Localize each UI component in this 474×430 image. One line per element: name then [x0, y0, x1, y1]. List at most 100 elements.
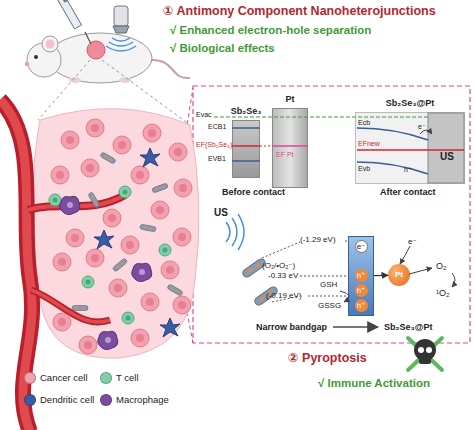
mouse	[25, 62, 29, 66]
dendritic-cells	[140, 148, 160, 167]
dendritic-cells	[94, 230, 114, 249]
blood-vessel	[31, 290, 110, 322]
mouse	[87, 41, 105, 59]
cancer-cells	[53, 313, 71, 331]
band-edges-before	[232, 145, 260, 147]
mouse	[34, 55, 38, 59]
potential-value: (-1.29 eV)	[300, 236, 336, 244]
cancer-cells	[173, 296, 191, 314]
band-edges-before	[260, 146, 272, 147]
cancer-cells	[86, 249, 104, 267]
potential-value: (-0.19 eV)	[266, 292, 302, 300]
dendritic-cells	[160, 318, 180, 337]
nanorods	[100, 152, 116, 164]
panel-frame	[193, 86, 470, 343]
legend-text: Dendritic cell	[40, 395, 94, 405]
legend-swatch	[100, 372, 112, 384]
cancer-cells	[103, 209, 121, 227]
species-label: GSSG	[318, 302, 341, 310]
band-bar: e⁻h⁺h⁺h⁺	[348, 236, 374, 316]
t-cells	[82, 276, 94, 288]
t-cells	[159, 244, 171, 256]
level-lines	[262, 242, 300, 258]
syringe	[85, 32, 91, 44]
title-text: ① Antimony Component Nanoheterojunctions	[163, 5, 436, 18]
fermi-level: EF(Sb₂Se₃)	[196, 141, 232, 148]
node-heading: Pt	[286, 95, 295, 104]
cancer-cells	[131, 166, 149, 184]
macrophages	[132, 263, 152, 281]
cancer-cells	[53, 253, 71, 271]
band-edges-before	[232, 128, 308, 161]
us-waves	[238, 214, 244, 250]
energy-level: EVB1	[208, 155, 226, 162]
band-edges-before	[232, 127, 260, 129]
us-waves	[226, 222, 230, 242]
hole-mark: h⁺	[355, 299, 368, 312]
skull-icon	[408, 338, 442, 370]
cancer-cells	[61, 131, 79, 149]
skull-icon	[418, 347, 424, 353]
band-edges-after	[420, 130, 432, 134]
legend-text: Cancer cell	[40, 373, 88, 383]
nanorods	[72, 152, 183, 311]
mouse	[46, 40, 55, 49]
hole-mark: h⁺	[355, 269, 368, 282]
legend-text: T cell	[116, 373, 139, 383]
t-cells	[122, 312, 134, 324]
energy-level: Evb	[358, 165, 370, 172]
tumor-tissue	[33, 109, 200, 359]
skull-icon	[408, 338, 442, 370]
cancer-cells	[81, 159, 99, 177]
fermi-level: EF Pt	[276, 151, 294, 158]
macrophages	[60, 196, 80, 214]
us-waves	[226, 214, 244, 250]
band-edges-after	[357, 128, 428, 140]
skull-icon	[426, 347, 432, 353]
feature-note: √ Enhanced electron-hole separation	[170, 25, 371, 37]
band-edges-after	[357, 162, 428, 174]
reaction-arrows	[333, 246, 455, 327]
cancer-cells	[51, 166, 69, 184]
electron-mark: e⁻	[355, 240, 368, 253]
redox-couple: (O₂/•O₂⁻)	[262, 262, 295, 270]
cancer-cells	[51, 119, 192, 354]
potential-value: -0.33 eV	[268, 272, 298, 280]
panel-caption: Before contact	[222, 188, 285, 197]
ultrasound-probe	[113, 26, 129, 33]
mouse	[48, 33, 152, 83]
macrophages	[98, 331, 118, 349]
cancer-cells	[79, 336, 97, 354]
panel-frame	[193, 86, 470, 343]
mouse	[150, 60, 190, 78]
nanorods	[152, 183, 169, 193]
nanorods	[88, 192, 100, 208]
us-waves	[232, 218, 237, 246]
t-cells	[49, 194, 61, 206]
reaction-arrows	[452, 273, 455, 287]
charge-transfer-arrow	[374, 275, 388, 277]
dendritic-cells	[94, 148, 180, 337]
section-heading: ② Pyroptosis	[288, 352, 367, 365]
energy-level: Ecb	[358, 119, 370, 126]
syringe	[58, 0, 82, 29]
cancer-cells	[143, 124, 161, 142]
node-heading: Sb₂Se₃@Pt	[386, 99, 434, 108]
mouse	[42, 36, 58, 52]
band-edges-before	[272, 145, 308, 147]
species-label: O₂	[436, 262, 447, 271]
cancer-cells	[131, 329, 149, 347]
nanorods	[167, 284, 183, 296]
cancer-cells	[161, 261, 179, 279]
t-cells	[49, 186, 171, 324]
legend-text: Macrophage	[116, 395, 169, 405]
reaction-arrows	[340, 291, 349, 302]
syringe	[58, 0, 91, 44]
legend-swatch	[24, 394, 36, 406]
us-label: US	[440, 152, 454, 162]
level-lines	[308, 296, 348, 297]
